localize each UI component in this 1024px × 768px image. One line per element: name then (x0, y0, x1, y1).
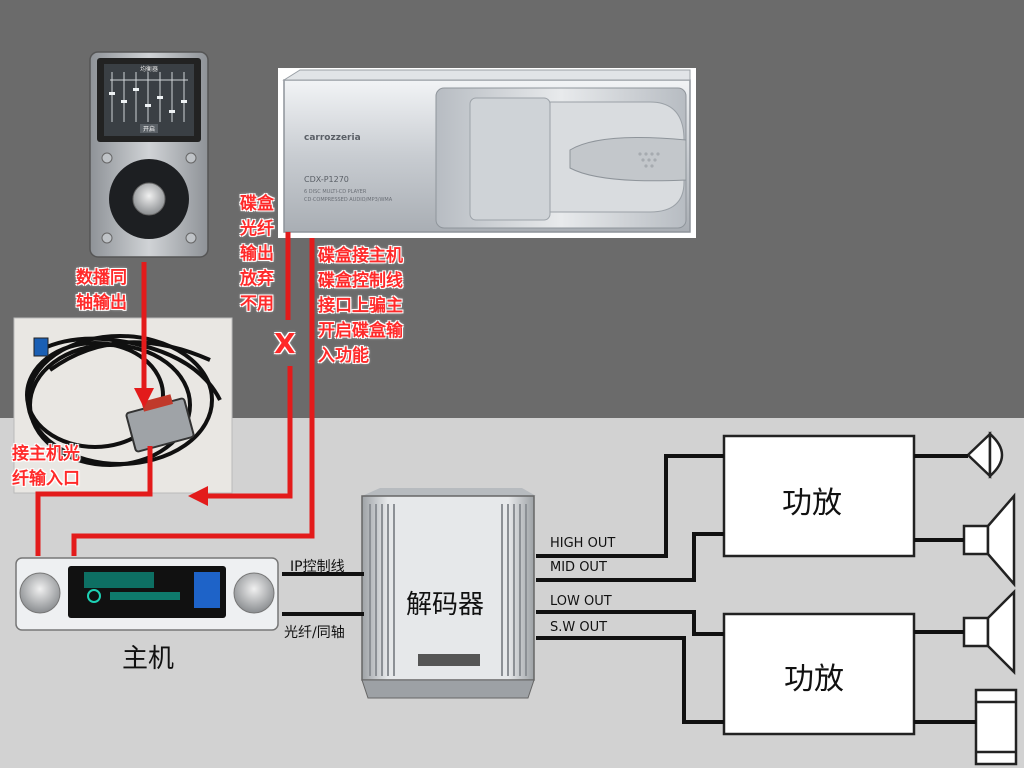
label-ip-control: IP控制线 (290, 559, 345, 575)
player-screen-button: 开启 (143, 125, 155, 133)
wire-high-out (536, 454, 724, 558)
cross-mark: X (274, 327, 296, 360)
decoder-label: 解码器 (406, 590, 485, 620)
label-low-out: LOW OUT (550, 594, 612, 609)
wire-changer-control (71, 238, 315, 556)
label-fiber-coax: 光纤/同轴 (284, 625, 345, 641)
woofer-speaker-icon (962, 588, 1016, 676)
label-changer-connect: 碟盒接主机 碟盒控制线 接口上骗主 开启碟盒输 入功能 (318, 246, 403, 366)
amplifier-bottom-label: 功放 (784, 662, 844, 697)
subwoofer-speaker-icon (974, 688, 1018, 766)
decoder-device (361, 488, 536, 699)
label-high-out: HIGH OUT (550, 536, 616, 551)
head-unit-label: 主机 (122, 644, 175, 674)
red-wiring (35, 232, 315, 556)
changer-brand: carrozzeria (304, 133, 361, 143)
black-wiring (282, 454, 976, 724)
wire-low-out (536, 610, 724, 636)
changer-model: CDX-P1270 (304, 175, 349, 184)
cd-changer: carrozzeria CDX-P1270 6 DISC MULTI-CD PL… (278, 68, 696, 238)
player-screen-title: 均衡器 (140, 65, 158, 73)
wire-cable-to-head-fiber (35, 446, 153, 556)
amplifier-bottom-box (722, 612, 916, 736)
wire-sw-out (536, 636, 724, 724)
label-sw-out: S.W OUT (550, 620, 608, 635)
wire-mid-out (536, 532, 724, 582)
changer-subtitle: 6 DISC MULTI-CD PLAYER (304, 189, 367, 195)
music-player: 均衡器 开启 (89, 51, 209, 258)
label-head-fiber-input: 接主机光 纤输入口 (12, 444, 80, 489)
wire-changer-fiber (188, 366, 293, 506)
amplifier-top-label: 功放 (782, 486, 842, 521)
amplifier-top-box (722, 434, 916, 558)
label-player-coax-output: 数播同 轴输出 (76, 268, 127, 313)
midrange-speaker-icon (962, 492, 1016, 588)
label-changer-fiber: 碟盒 光纤 输出 放弃 不用 (240, 194, 274, 314)
label-mid-out: MID OUT (550, 560, 607, 575)
head-unit-device (15, 557, 279, 631)
tweeter-icon (966, 431, 1004, 479)
changer-subtitle-2: CD·COMPRESSED AUDIO/MP3/WMA (304, 197, 393, 203)
